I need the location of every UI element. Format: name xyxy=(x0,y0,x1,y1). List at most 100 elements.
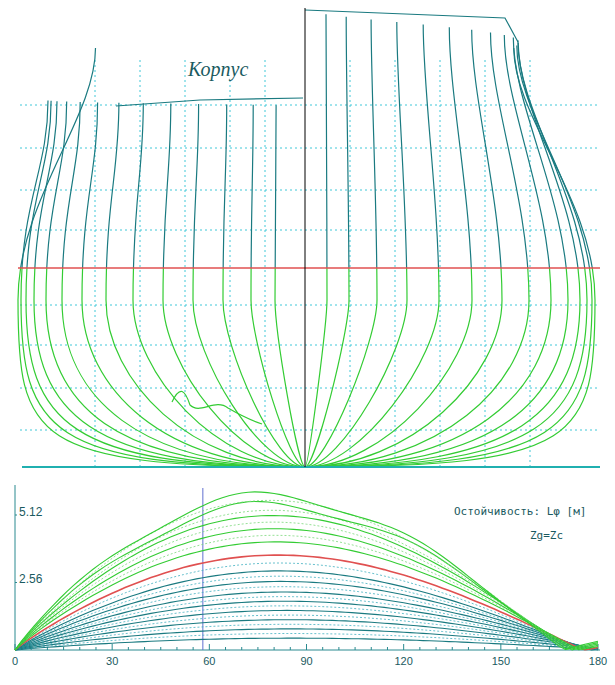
frame-section xyxy=(305,268,580,467)
frame-section xyxy=(82,268,305,467)
axis-tick-label: 60 xyxy=(201,655,217,667)
frame-section xyxy=(223,268,305,467)
stability-curve xyxy=(15,500,598,650)
grid-line xyxy=(20,148,600,149)
x-tick xyxy=(484,647,485,650)
x-tick xyxy=(290,647,291,650)
axis-tick-label: 0 xyxy=(10,655,20,667)
frame-section xyxy=(305,32,529,268)
x-tick xyxy=(257,647,258,650)
x-tick xyxy=(355,647,356,650)
above-water-sections xyxy=(18,10,595,268)
frame-section xyxy=(305,268,377,467)
stability-curve xyxy=(15,542,598,650)
chart-title: Остойчивость: Lφ [м] xyxy=(452,506,588,518)
frame-section xyxy=(82,102,305,268)
frame-section xyxy=(21,268,305,467)
stability-curve xyxy=(15,522,598,650)
frame-section xyxy=(133,103,305,268)
grid-line xyxy=(395,60,396,467)
frame-section xyxy=(305,268,439,467)
underwater-sections xyxy=(18,268,595,467)
frame-section xyxy=(46,268,305,467)
frame-section xyxy=(18,48,305,268)
x-tick xyxy=(79,647,80,650)
frame-section xyxy=(305,22,407,268)
axis-tick-label: 30 xyxy=(104,655,120,667)
stability-curve xyxy=(15,563,598,650)
sheer-line xyxy=(305,10,518,42)
x-tick xyxy=(241,647,242,650)
x-tick xyxy=(371,647,372,650)
stability-curve xyxy=(15,510,598,650)
x-tick xyxy=(112,644,113,650)
x-tick xyxy=(436,647,437,650)
frame-section xyxy=(106,268,305,467)
grid-line xyxy=(95,60,96,467)
x-tick xyxy=(452,647,453,650)
frame-section xyxy=(21,100,305,268)
stability-curve xyxy=(15,629,598,650)
frame-section xyxy=(251,105,305,268)
frame-section xyxy=(305,30,502,268)
axis-tick-label: 120 xyxy=(392,655,414,667)
x-tick xyxy=(193,647,194,650)
grid-line xyxy=(20,105,600,106)
frame-section xyxy=(46,102,305,268)
x-axis xyxy=(15,650,600,651)
x-tick xyxy=(63,647,64,650)
frame-section xyxy=(305,14,327,268)
grid-line xyxy=(440,60,441,467)
x-tick xyxy=(468,647,469,650)
frame-section xyxy=(251,268,305,467)
frame-section xyxy=(305,268,592,467)
x-tick xyxy=(95,647,96,650)
grid-line xyxy=(185,60,186,467)
x-tick xyxy=(500,644,501,650)
x-tick xyxy=(322,647,323,650)
x-tick xyxy=(160,647,161,650)
grid-line xyxy=(20,388,600,389)
frame-section xyxy=(34,268,305,467)
grid-line xyxy=(230,60,231,467)
x-tick xyxy=(144,647,145,650)
deck-line xyxy=(116,98,303,106)
chart-note: Zg=Zc xyxy=(528,530,565,542)
x-tick xyxy=(274,647,275,650)
base-line xyxy=(22,466,600,468)
axis-tick-label: 150 xyxy=(490,655,512,667)
grid-line xyxy=(140,60,141,467)
stability-curve xyxy=(15,502,598,651)
axis-value: 5.12 xyxy=(17,506,44,519)
frame-section xyxy=(34,101,305,268)
frame-section xyxy=(133,268,305,467)
x-tick xyxy=(225,647,226,650)
frame-section xyxy=(275,268,305,467)
stability-curve xyxy=(15,555,598,650)
x-tick xyxy=(387,647,388,650)
x-tick xyxy=(403,644,404,650)
frame-section xyxy=(193,104,305,268)
x-tick xyxy=(306,644,307,650)
marker-line xyxy=(202,488,203,650)
grid-lines xyxy=(20,60,600,467)
title-label: Корпус xyxy=(186,58,250,80)
grid-line xyxy=(265,60,266,467)
x-tick xyxy=(128,647,129,650)
frame-section xyxy=(193,268,305,467)
grid-line xyxy=(485,60,486,467)
grid-line xyxy=(20,230,600,231)
x-tick xyxy=(209,644,210,650)
frame-section xyxy=(305,35,551,268)
grid-line xyxy=(20,305,600,306)
axis-tick-label: 90 xyxy=(298,655,314,667)
frame-section xyxy=(305,27,472,268)
stability-curve xyxy=(15,535,598,650)
axis-value: 2.56 xyxy=(17,573,44,586)
frame-section xyxy=(26,101,305,268)
frame-section xyxy=(106,103,305,268)
grid-line xyxy=(20,190,600,191)
stern-skeg xyxy=(172,391,262,424)
frame-section xyxy=(26,268,305,467)
